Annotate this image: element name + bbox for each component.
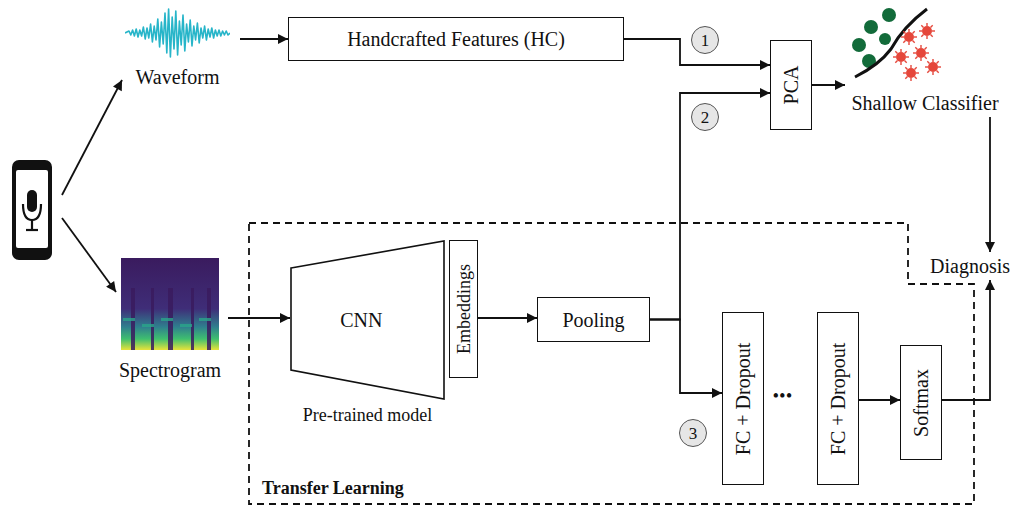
arrow-connector xyxy=(240,38,288,40)
classifier-icon xyxy=(849,5,941,83)
region-outline: Transfer LearningCNNPre-trained modelEmb… xyxy=(248,222,975,505)
arrow-connector xyxy=(812,84,845,86)
node-text: Embeddings xyxy=(453,264,474,354)
callout-number: 3 xyxy=(679,419,707,447)
icon-holder xyxy=(125,7,230,63)
icon-node: Waveform xyxy=(115,5,240,91)
arrow-connector xyxy=(650,320,722,394)
node-text: FC + Dropout xyxy=(827,342,850,454)
phone-arrow xyxy=(62,80,122,195)
process-box: Handcrafted Features (HC) xyxy=(288,17,624,61)
node-text: Handcrafted Features (HC) xyxy=(347,28,565,51)
phone-arrow xyxy=(62,218,116,292)
process-box: FC + Dropout xyxy=(817,312,859,485)
waveform-icon xyxy=(125,7,230,59)
phone-icon xyxy=(12,160,52,260)
node-text: FC + Dropout xyxy=(732,342,755,454)
node-text: Spectrogram xyxy=(119,359,221,382)
arrow-connector xyxy=(228,317,290,319)
icon-holder xyxy=(121,258,219,354)
output-label: Diagnosis xyxy=(915,252,1025,280)
spectrogram-image xyxy=(121,258,219,350)
callout-number: 1 xyxy=(691,26,719,54)
callout-number: 2 xyxy=(691,103,719,131)
arrow-connector xyxy=(989,117,991,252)
node-text: CNN xyxy=(340,309,382,332)
node-text: Softmax xyxy=(910,369,933,437)
process-box: FC + Dropout xyxy=(722,312,764,485)
arrow-connector xyxy=(859,399,900,401)
node-text: Shallow Classifier xyxy=(851,92,998,115)
process-box: Embeddings xyxy=(449,240,478,378)
region-border xyxy=(249,223,974,504)
arrow-connector xyxy=(478,317,537,319)
icon-node: Shallow Classifier xyxy=(845,5,1005,117)
arrow-connector xyxy=(942,280,990,400)
trapezoid-outline xyxy=(291,241,444,399)
process-box: Pooling xyxy=(537,297,650,342)
icon-holder xyxy=(849,5,941,87)
node-caption: Pre-trained model xyxy=(303,405,432,426)
arrow-connector xyxy=(650,93,770,320)
cnn-trapezoid: CNNPre-trained model xyxy=(290,240,445,400)
process-box: Softmax xyxy=(900,345,942,460)
node-text: Pooling xyxy=(562,308,624,331)
node-text: PCA xyxy=(780,66,803,105)
process-box: PCA xyxy=(770,40,812,130)
icon-node: Spectrogram xyxy=(112,256,228,384)
ellipsis: ••• xyxy=(773,388,793,404)
node-text: Diagnosis xyxy=(930,255,1010,278)
node-text: Waveform xyxy=(136,66,220,89)
node-text: Transfer Learning xyxy=(262,478,404,499)
